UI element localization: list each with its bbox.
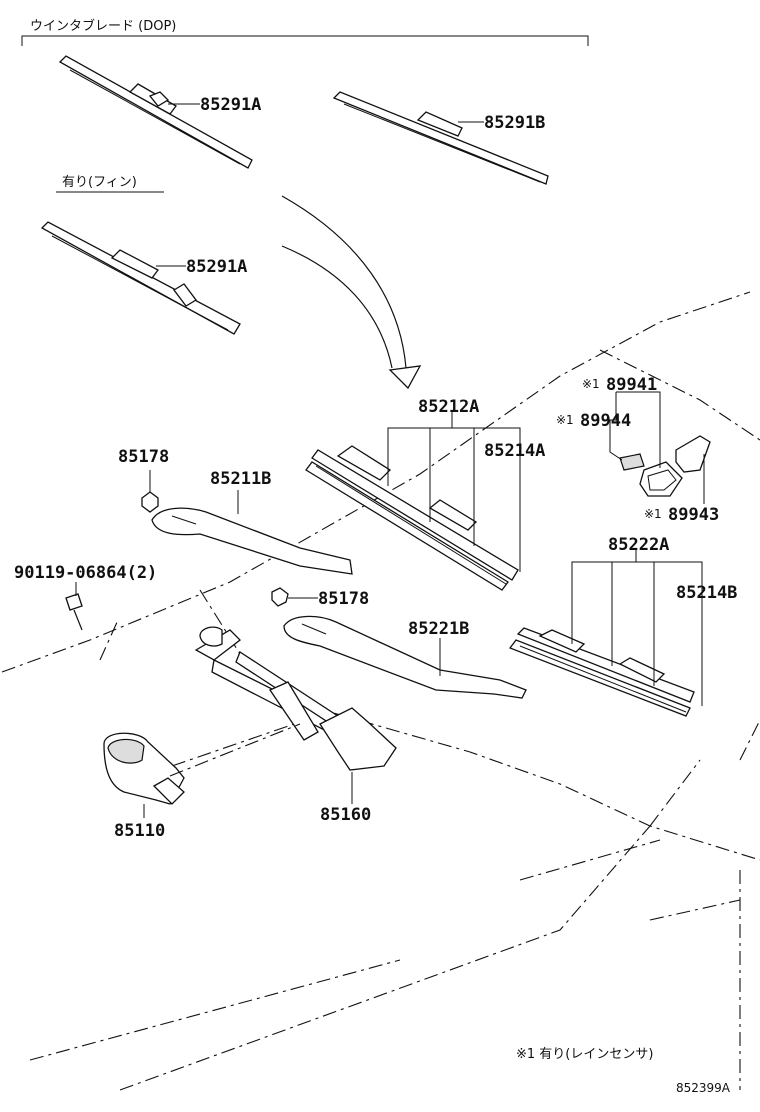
label-85212A[interactable]: 85212A (418, 397, 479, 417)
label-85160[interactable]: 85160 (320, 805, 371, 825)
label-85221B[interactable]: 85221B (408, 619, 469, 639)
footnote-rain-sensor: ※1 有り(レインセンサ) (516, 1047, 653, 1062)
nut-85178-mid[interactable] (271, 587, 289, 607)
mark-89944: ※1 (556, 413, 574, 427)
mark-89943: ※1 (644, 507, 662, 521)
sensor-bracket-89943[interactable] (675, 435, 711, 473)
blade-85291A-top[interactable] (58, 55, 253, 169)
motor-mount-line (169, 723, 301, 777)
sensor-callouts (602, 391, 705, 504)
label-85110[interactable]: 85110 (114, 821, 165, 841)
mark-89941: ※1 (582, 377, 600, 391)
dop-set-bracket (21, 35, 589, 46)
callout-85212A (387, 412, 521, 572)
label-85211B[interactable]: 85211B (210, 469, 271, 489)
label-85291A-fin[interactable]: 85291A (186, 257, 247, 277)
label-85214B[interactable]: 85214B (676, 583, 737, 603)
nut-85178-top[interactable] (141, 491, 159, 513)
wiper-arm-85211B[interactable] (151, 507, 353, 575)
sensor-cover-89941[interactable] (639, 461, 683, 497)
label-85214A[interactable]: 85214A (484, 441, 545, 461)
label-85178-mid[interactable]: 85178 (318, 589, 369, 609)
install-arrow (281, 195, 422, 390)
wiper-motor-85110[interactable] (103, 732, 185, 805)
bolt-90119-06864[interactable] (65, 593, 83, 631)
label-85222A[interactable]: 85222A (608, 535, 669, 555)
dop-set-title: ウインタブレード (DOP) (30, 18, 176, 34)
label-85291B-top[interactable]: 85291B (484, 113, 545, 133)
blade-85291B-top[interactable] (332, 91, 549, 185)
label-85178-top[interactable]: 85178 (118, 447, 169, 467)
label-bolt[interactable]: 90119-06864(2) (14, 563, 157, 583)
blade-assy-85222A[interactable] (508, 627, 695, 717)
blade-assy-85212A[interactable] (305, 445, 519, 591)
figure-code: 852399A (676, 1081, 731, 1095)
label-85291A-top[interactable]: 85291A (200, 95, 261, 115)
wiper-arm-85221B[interactable] (283, 615, 527, 699)
wiper-link-85160[interactable] (194, 626, 397, 771)
label-89943[interactable]: 89943 (668, 505, 719, 525)
label-89944[interactable]: 89944 (580, 411, 631, 431)
sensor-pad-89944[interactable] (619, 453, 645, 471)
fin-note: 有り(フィン) (62, 175, 137, 190)
label-89941[interactable]: 89941 (606, 375, 657, 395)
blade-85291A-fin[interactable] (40, 221, 241, 335)
callout-85222A (571, 550, 703, 706)
